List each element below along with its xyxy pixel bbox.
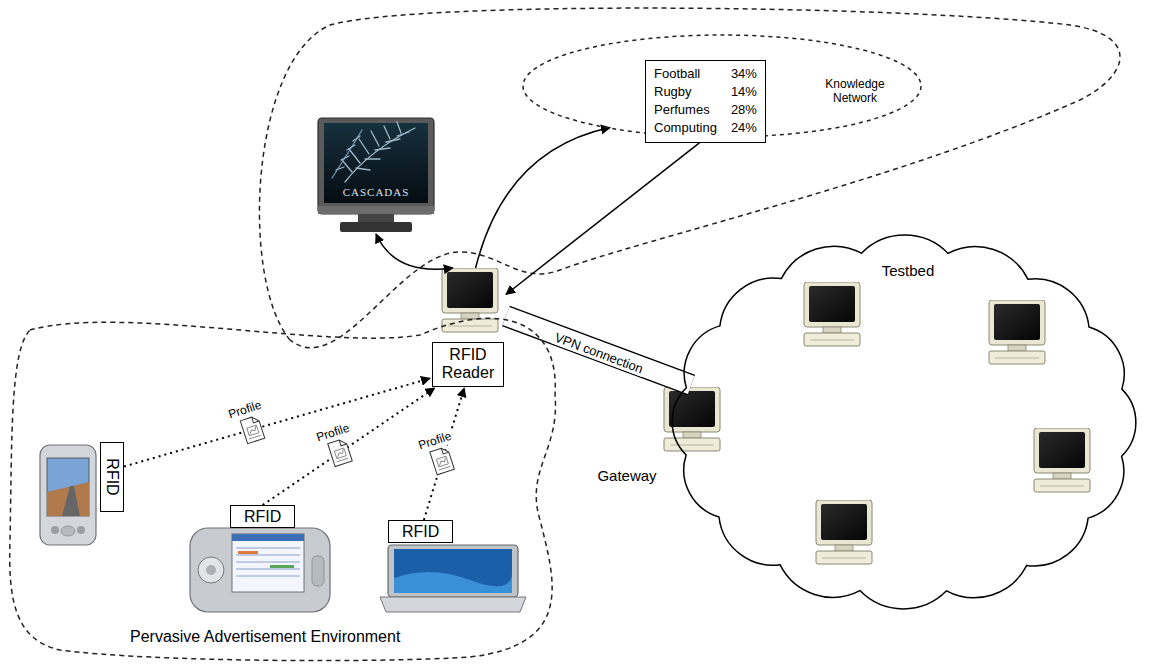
handheld-device [190, 528, 330, 612]
rfid-tag: RFID [230, 505, 295, 528]
table-cell: Perfumes [654, 103, 717, 118]
computer-icon [989, 300, 1045, 364]
data-arrow [476, 128, 610, 268]
table-cell: 14% [731, 85, 757, 100]
rfid-reader: RFID Reader [430, 268, 506, 388]
node-label: Pervasive Advertisement Environment [130, 628, 400, 646]
rfid-tag: RFID [388, 520, 453, 543]
tag-label: RFID [104, 458, 120, 495]
table-cell: 34% [731, 67, 757, 82]
node-label: RFID Reader [432, 342, 504, 387]
tag-label: RFID [402, 522, 439, 541]
profile-transfer [424, 388, 464, 520]
rfid-tag: RFID [100, 442, 124, 512]
gateway-pc: Gateway [598, 385, 724, 490]
node-label: Testbed [874, 262, 942, 279]
pda-device [40, 445, 96, 545]
document-icon [328, 438, 353, 466]
tag-label: RFID [244, 507, 281, 526]
edge-label: Profile [312, 419, 353, 445]
edge-label: Profile [414, 428, 455, 454]
node-label: CASCADAS [324, 186, 428, 199]
computer-icon [804, 282, 860, 346]
vpn-link [506, 316, 691, 385]
document-icon [240, 415, 265, 443]
computer-icon [442, 268, 498, 332]
percentage-table: Football 34% Rugby 14% Perfumes 28% Computing 2… [645, 60, 766, 143]
edge-label: Profile [225, 397, 266, 423]
table-cell: Computing [654, 121, 717, 136]
testbed-cloud: Testbed [660, 222, 1148, 608]
data-arrow [376, 234, 453, 269]
edge-label: VPN connection [550, 329, 646, 377]
computer-icon [816, 500, 872, 564]
region-outline [259, 8, 1120, 348]
table-cell: 24% [731, 121, 757, 136]
document-icon [430, 446, 455, 474]
profile-transfer [124, 378, 430, 466]
computer-icon [1034, 428, 1090, 492]
node-outline [660, 222, 1148, 608]
data-arrow [506, 143, 699, 295]
laptop-device [380, 545, 526, 612]
profile-transfer [263, 388, 435, 505]
display-screen: CASCADAS [318, 118, 434, 234]
knowledge-network: Knowledge Network Football 34% Rugby 14% Perf… [522, 34, 922, 138]
node-label: Knowledge Network [817, 78, 893, 106]
table-cell: Football [654, 67, 717, 82]
node-label: Gateway [594, 467, 660, 484]
tv-monitor [318, 118, 434, 232]
table-cell: 28% [731, 103, 757, 118]
table-cell: Rugby [654, 85, 717, 100]
